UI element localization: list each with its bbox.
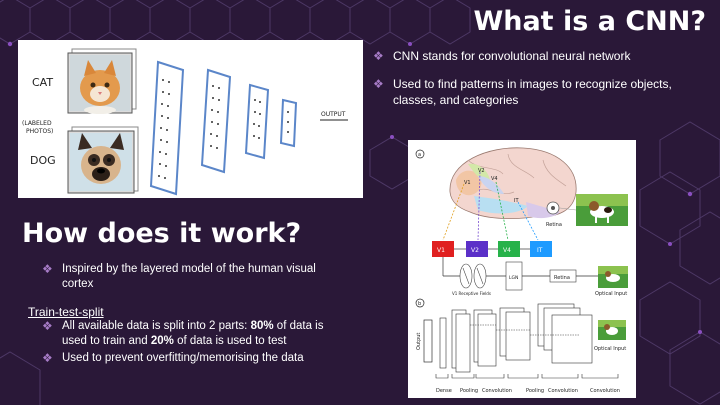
mid-bullet-list: ❖ Inspired by the layered model of the h… — [42, 262, 342, 292]
box-v4 — [498, 241, 520, 257]
svg-text:Retina: Retina — [546, 222, 562, 228]
cat-photo — [67, 48, 137, 114]
visual-cortex-figure: a V1 V2 V4 IT Retina — [408, 140, 636, 398]
svg-text:IT: IT — [537, 247, 543, 254]
svg-text:Optical Input: Optical Input — [594, 346, 626, 352]
layer-1 — [149, 60, 185, 196]
panel-a-label: a — [418, 152, 421, 158]
bullet-prevent-overfitting: ❖ Used to prevent overfitting/memorising… — [42, 351, 304, 365]
diamond-bullet-icon: ❖ — [373, 77, 384, 91]
svg-text:V2: V2 — [478, 168, 485, 174]
svg-text:V4: V4 — [491, 176, 498, 182]
bullet-cnn-definition: ❖ CNN stands for convolutional neural ne… — [373, 49, 631, 63]
svg-text:Convolution: Convolution — [548, 388, 578, 394]
svg-text:V4: V4 — [503, 247, 511, 254]
svg-text:V2: V2 — [471, 247, 479, 254]
cat-label: CAT — [32, 76, 53, 89]
svg-text:Pooling: Pooling — [460, 388, 478, 394]
svg-text:V1 Receptive Fields: V1 Receptive Fields — [452, 291, 491, 296]
svg-text:V1: V1 — [464, 180, 471, 186]
svg-text:Dense: Dense — [436, 388, 452, 394]
bullet-data-split: ❖ All available data is split into 2 par… — [42, 319, 324, 347]
diamond-bullet-icon: ❖ — [42, 319, 53, 333]
svg-text:Convolution: Convolution — [482, 388, 512, 394]
visual-cortex-diagram: a V1 V2 V4 IT Retina — [415, 147, 628, 394]
v1-receptive-fields — [459, 263, 487, 289]
cnn-diagram: CAT (LABELED PHOTOS) DOG — [22, 48, 348, 196]
dog-optical-image — [576, 194, 628, 226]
box-v2 — [466, 241, 488, 257]
svg-text:V1: V1 — [437, 247, 445, 254]
svg-text:Pooling: Pooling — [526, 388, 544, 394]
svg-text:IT: IT — [514, 198, 519, 204]
top-bullet-list: ❖ CNN stands for convolutional neural ne… — [373, 48, 703, 108]
title-how-does-it-work: How does it work? — [22, 218, 302, 249]
diamond-bullet-icon: ❖ — [42, 351, 53, 365]
photos-label: PHOTOS) — [26, 128, 53, 135]
bullet-cnn-purpose: ❖ Used to find patterns in images to rec… — [373, 77, 672, 107]
layer-4 — [279, 98, 298, 148]
split-bullet-list: ❖ All available data is split into 2 par… — [42, 319, 342, 366]
panel-b-label: b — [418, 301, 421, 307]
output-label: OUTPUT — [321, 111, 346, 118]
diamond-bullet-icon: ❖ — [42, 262, 53, 276]
bullet-visual-cortex: ❖ Inspired by the layered model of the h… — [42, 262, 316, 290]
labeled-label: (LABELED — [22, 120, 52, 127]
svg-text:LGN: LGN — [509, 275, 518, 281]
box-v1 — [432, 241, 454, 257]
title-what-is-cnn: What is a CNN? — [473, 6, 706, 37]
output-layer — [423, 319, 433, 363]
svg-text:Retina: Retina — [554, 275, 570, 281]
svg-text:Convolution: Convolution — [590, 388, 620, 394]
box-it — [530, 241, 552, 257]
dog-label: DOG — [30, 154, 56, 167]
dog-photo — [67, 126, 139, 194]
diamond-bullet-icon: ❖ — [373, 49, 384, 63]
dog-optical-image-small — [598, 266, 628, 288]
layer-3 — [244, 83, 270, 160]
svg-text:Optical Input: Optical Input — [595, 291, 627, 297]
svg-text:Output: Output — [416, 333, 422, 350]
dog-optical-image-cnn — [598, 320, 626, 340]
subheading-train-test-split: Train-test-split — [28, 305, 104, 319]
layer-2 — [200, 68, 232, 174]
cnn-diagram-panel: CAT (LABELED PHOTOS) DOG — [18, 40, 363, 198]
